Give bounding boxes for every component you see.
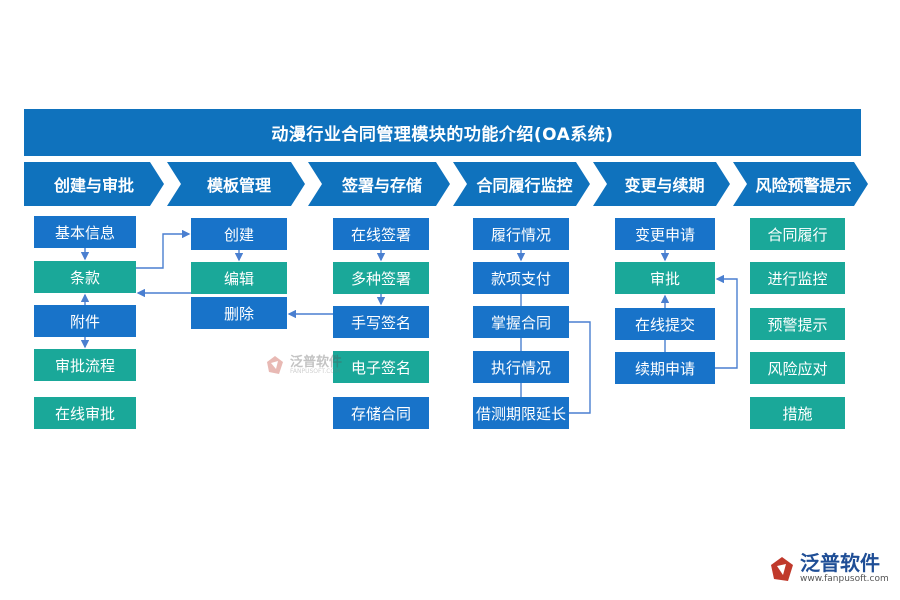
- node-change-approval: 审批: [615, 262, 715, 294]
- watermark-center: 泛普软件 FANPUSOFT.COM: [264, 354, 342, 376]
- node-template-delete: 删除: [191, 297, 287, 329]
- stage-header-risk: 风险预警提示: [733, 162, 868, 206]
- node-terms: 条款: [34, 261, 136, 293]
- stage-header-monitor: 合同履行监控: [453, 162, 590, 206]
- node-e-sign: 电子签名: [333, 351, 429, 383]
- arrow-terms-to-create: [136, 229, 191, 269]
- watermark-corner-url: www.fanpusoft.com: [800, 574, 889, 584]
- fanpu-logo-icon: [771, 556, 793, 581]
- node-payment: 款项支付: [473, 262, 569, 294]
- stage-header-template: 模板管理: [167, 162, 305, 206]
- node-online-approval: 在线审批: [34, 397, 136, 429]
- stage-header-sign-store: 签署与存储: [308, 162, 450, 206]
- node-basic-info: 基本信息: [34, 216, 136, 248]
- node-template-edit: 编辑: [191, 262, 287, 294]
- watermark-center-sub: FANPUSOFT.COM: [290, 367, 341, 375]
- node-grasp-contract: 掌握合同: [473, 306, 569, 338]
- node-performance: 履行情况: [473, 218, 569, 250]
- node-template-create: 创建: [191, 218, 287, 250]
- stage-header-create-approve: 创建与审批: [24, 162, 164, 206]
- line-loop-right: [569, 321, 591, 414]
- node-contract-performance: 合同履行: [750, 218, 845, 250]
- stage-header-change-renew: 变更与续期: [593, 162, 730, 206]
- node-monitoring: 进行监控: [750, 262, 845, 294]
- watermark-corner-text: 泛普软件: [800, 551, 880, 575]
- diagram-title: 动漫行业合同管理模块的功能介绍(OA系统): [24, 109, 861, 156]
- node-handwritten-sign: 手写签名: [333, 306, 429, 338]
- node-execution: 执行情况: [473, 351, 569, 383]
- node-deadline-extension: 借测期限延长: [473, 397, 569, 429]
- node-approval-flow: 审批流程: [34, 349, 136, 381]
- fanpu-logo-icon: [267, 356, 283, 374]
- watermark-corner: 泛普软件 www.fanpusoft.com: [768, 553, 889, 584]
- node-measures: 措施: [750, 397, 845, 429]
- node-risk-response: 风险应对: [750, 352, 845, 384]
- node-online-sign: 在线签署: [333, 218, 429, 250]
- node-store-contract: 存储合同: [333, 397, 429, 429]
- node-attachment: 附件: [34, 305, 136, 337]
- node-warning: 预警提示: [750, 308, 845, 340]
- arrow-renew-to-approve: [715, 274, 738, 369]
- node-change-request: 变更申请: [615, 218, 715, 250]
- node-renewal-request: 续期申请: [615, 352, 715, 384]
- node-online-submit: 在线提交: [615, 308, 715, 340]
- node-multi-sign: 多种签署: [333, 262, 429, 294]
- watermark-center-text: 泛普软件: [290, 354, 343, 370]
